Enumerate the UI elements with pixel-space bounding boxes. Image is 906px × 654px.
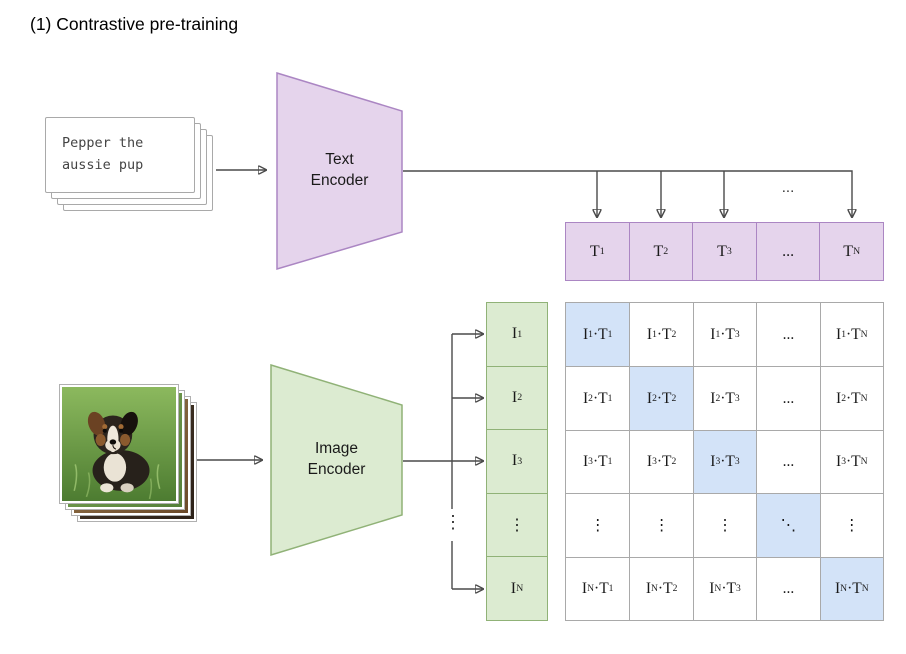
text-caption: Pepper the aussie pup: [62, 135, 144, 173]
similarity-cell: ⋮: [819, 493, 883, 557]
similarity-cell: ⋱: [756, 493, 820, 557]
similarity-cell: ...: [756, 429, 820, 494]
image-encoder: Image Encoder: [270, 364, 403, 556]
text-encoder-label: Text Encoder: [310, 151, 369, 189]
ellipsis-label: ...: [781, 179, 795, 196]
image-embedding-cell: ⋮: [487, 492, 547, 557]
similarity-cell: ⋮: [566, 493, 630, 556]
similarity-cell: ⋮: [692, 493, 757, 557]
similarity-cell: ...: [756, 303, 819, 367]
similarity-cell: ...: [756, 556, 820, 620]
image-encoder-shape: [270, 364, 403, 556]
image-encoder-label: Image Encoder: [307, 440, 366, 478]
text-encoder-shape: [276, 72, 403, 270]
similarity-cell: ...: [756, 366, 820, 430]
puppy-photo: [59, 384, 179, 504]
vdots-label: ⋮: [444, 512, 462, 532]
text-card-front: Pepper the aussie pup: [45, 117, 195, 193]
text-encoder: Text Encoder: [276, 72, 403, 270]
diagram-title: (1) Contrastive pre-training: [30, 14, 239, 34]
text-embedding-cell: ...: [755, 223, 820, 280]
puppy-illustration: [62, 387, 176, 501]
similarity-cell: ⋮: [629, 493, 693, 557]
